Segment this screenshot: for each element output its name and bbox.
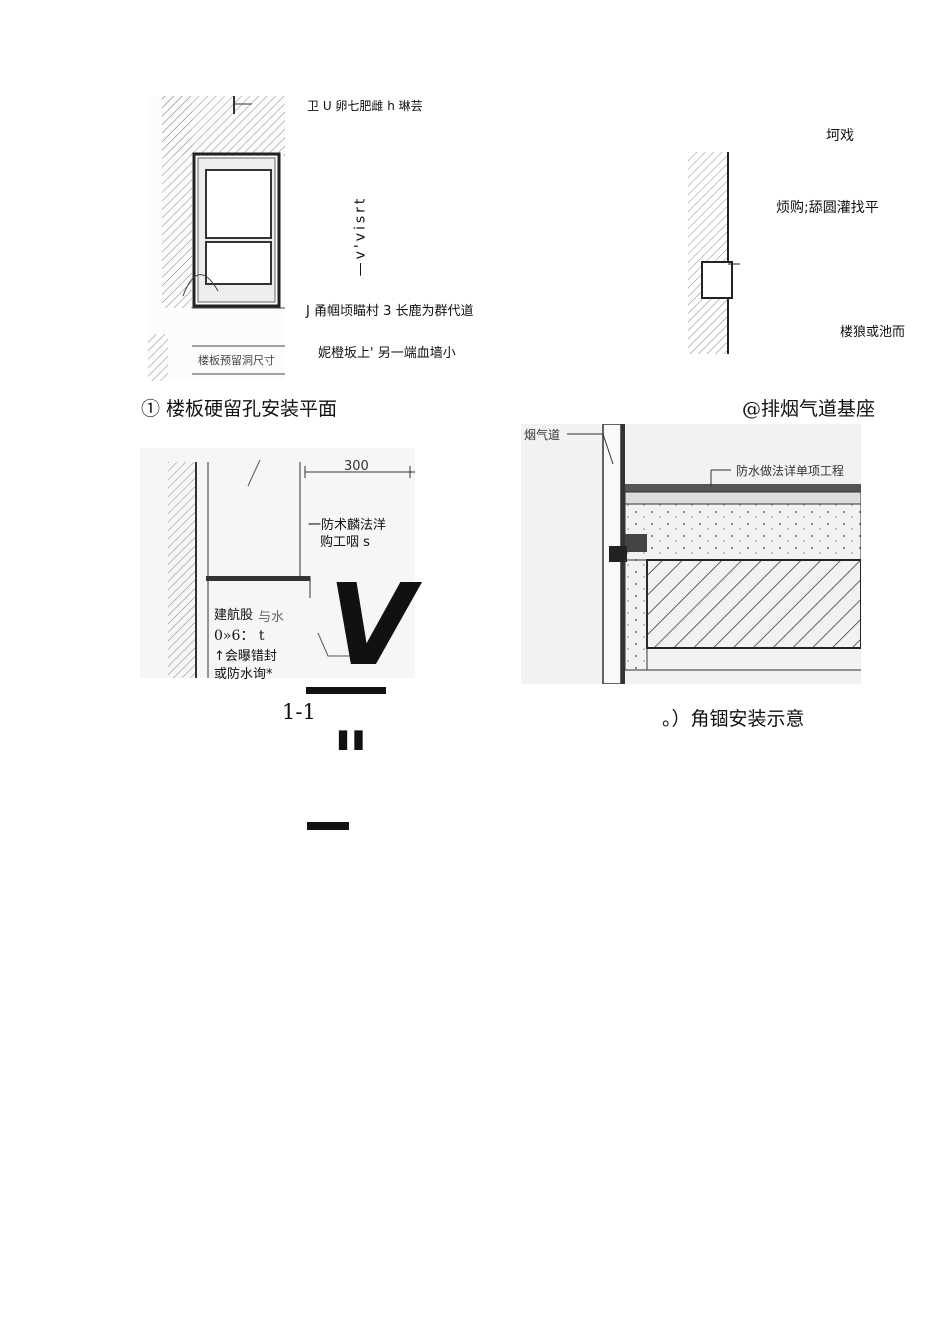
- figure2-note-mid: 烦购;舔圆灌找平: [776, 200, 879, 216]
- figure3-rule-top: [306, 687, 386, 694]
- figure1-caption: ① 楼板硬留孔安装平面: [141, 398, 338, 420]
- figure3-rule-bottom: [307, 822, 349, 830]
- figure4-label-flue: 烟气道: [524, 428, 561, 442]
- figure3-note-left-2: 0»6： t: [214, 628, 265, 644]
- figure1-note-mid: J 甬帼顷瞄村 3 长鹿为群代道: [306, 304, 474, 319]
- figure1-drawing-label: 楼板预留洞尺寸: [198, 353, 275, 367]
- figure4-drawing: [521, 423, 862, 685]
- figure4-label-waterproof: 防水做法详单项工程: [736, 464, 845, 478]
- figure3-drawing: 300: [140, 448, 415, 678]
- figure4-caption: 。）角锢安装示意: [662, 708, 805, 730]
- figure3-caption: 1-1: [282, 700, 316, 724]
- figure3-note-right-2: 购工咽 s: [320, 535, 370, 550]
- figure2-note-bottom: 楼狼或池而: [840, 325, 906, 340]
- figure3-dimension: 300: [344, 459, 369, 474]
- figure1-note-vertical: —v'visrt: [352, 195, 369, 277]
- figure4-corner-installation-section: [521, 423, 862, 685]
- figure3-glyph-quote: ": [332, 716, 370, 800]
- figure3-note-left-3: ↑会曝错封: [214, 649, 277, 664]
- figure2-caption: @排烟气道基座: [742, 398, 876, 420]
- figure3-glyph-v: V: [328, 561, 415, 691]
- figure2-note-top: 坷戏: [826, 128, 854, 144]
- figure3-section-1-1: 300: [140, 448, 415, 678]
- figure1-note-top: 卫 U 卵七肥雌 h 琳芸: [307, 99, 423, 113]
- figure2-drawing: [688, 152, 740, 354]
- figure3-note-left-overlap: 与水: [258, 610, 285, 625]
- figure3-note-left-1: 建航股: [214, 608, 254, 623]
- figure1-note-bottom: 妮橙坂上' 另一端血墙小: [318, 346, 456, 361]
- figure1-drawing: 楼板预留洞尺寸: [148, 96, 285, 381]
- figure2-flue-base-section: [688, 152, 740, 354]
- figure1-floor-opening-plan: 楼板预留洞尺寸: [148, 96, 285, 381]
- figure3-note-left-4: 或防水询*: [214, 667, 273, 682]
- figure3-note-right-1: 一防术麟法洋: [308, 518, 387, 533]
